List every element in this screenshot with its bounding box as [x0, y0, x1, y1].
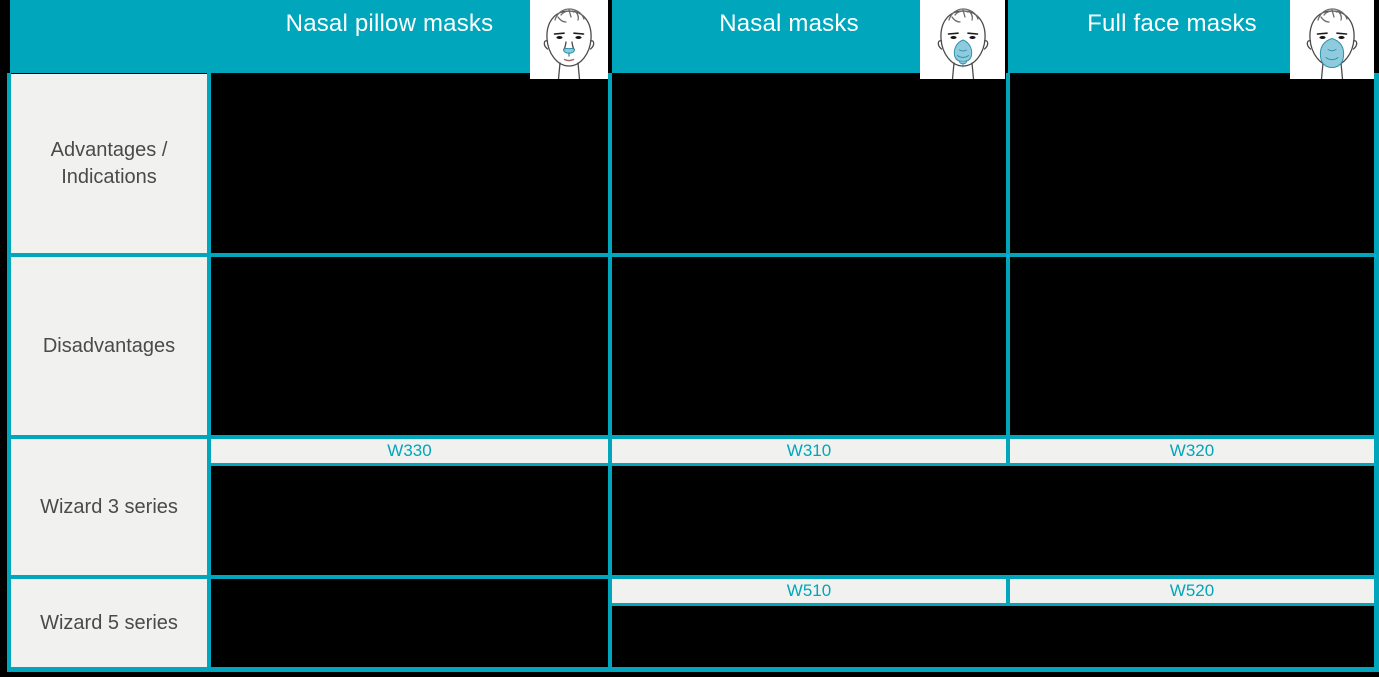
header-label-text: Nasal masks	[719, 9, 859, 37]
header-label-nasal-masks: Nasal masks	[612, 0, 966, 47]
model-strip-divider	[1006, 579, 1010, 606]
model-strip-w310: W310	[612, 439, 1006, 466]
header-label-nasal-pillow-masks: Nasal pillow masks	[211, 0, 568, 47]
column-border-labels	[207, 73, 211, 667]
model-strip-w510: W510	[612, 579, 1006, 606]
header-label-text: Nasal pillow masks	[285, 9, 494, 37]
header-band-full-face	[1008, 0, 1290, 73]
row-label-text: Advantages / Indications	[50, 138, 168, 188]
row-label-text: Disadvantages	[42, 334, 176, 357]
model-label: W330	[387, 441, 432, 460]
header-band-nasal-pillow	[10, 0, 530, 73]
row-label-wizard-5-series: Wizard 5 series	[11, 579, 207, 667]
table-bottom-border	[7, 667, 1379, 672]
face-with-nasal-pillow-icon	[530, 0, 608, 79]
row-border-2	[7, 435, 1374, 439]
row-label-advantages-indications: Advantages / Indications	[11, 74, 207, 253]
table-right-border	[1374, 73, 1379, 672]
row-label-text: Wizard 3 series	[40, 495, 178, 518]
row-label-wizard-3-series: Wizard 3 series	[11, 439, 207, 575]
model-strip-w520: W520	[1010, 579, 1374, 606]
header-band-nasal	[612, 0, 920, 73]
row-border-1	[7, 253, 1374, 257]
model-strip-w330: W330	[211, 439, 608, 466]
model-label: W310	[786, 441, 832, 460]
model-label: W320	[1169, 441, 1215, 460]
model-strip-w320: W320	[1010, 439, 1374, 466]
model-label: W510	[786, 581, 832, 600]
model-strip-divider	[1006, 439, 1010, 466]
face-with-full-face-mask-icon	[1290, 0, 1374, 79]
header-label-full-face-masks: Full face masks	[1010, 0, 1334, 47]
model-label: W520	[1169, 581, 1215, 600]
face-with-nasal-mask-icon	[920, 0, 1005, 79]
header-label-text: Full face masks	[1087, 9, 1257, 37]
row-label-text: Wizard 5 series	[40, 611, 178, 634]
table-left-border	[7, 73, 11, 672]
row-label-disadvantages: Disadvantages	[11, 257, 207, 435]
column-border-1-2	[608, 73, 612, 667]
row-border-3	[7, 575, 1374, 579]
